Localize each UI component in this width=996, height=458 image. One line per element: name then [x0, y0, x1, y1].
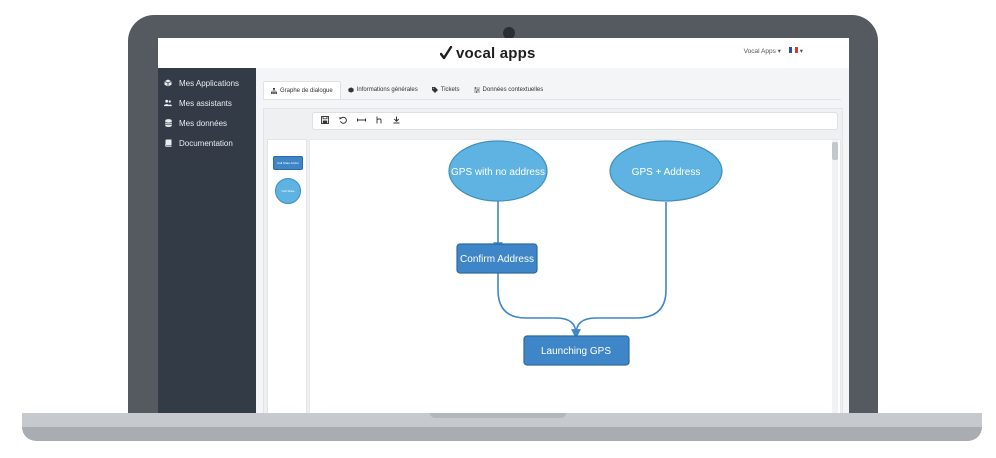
tabs-divider: [263, 99, 841, 100]
screen: vocal apps Vocal Apps ▾ ▾ Mes Applicatio…: [158, 38, 849, 414]
sidebar-item-assistants[interactable]: Mes assistants: [164, 96, 232, 110]
node-gps-with-no-address[interactable]: GPS with no address: [448, 140, 548, 202]
tab-label: Données contextuelles: [482, 87, 544, 93]
link-icon[interactable]: [357, 116, 366, 126]
save-icon[interactable]: [321, 116, 329, 126]
node-gps-address[interactable]: GPS + Address: [609, 140, 723, 202]
svg-text:Launching GPS: Launching GPS: [541, 346, 611, 357]
tab-dialog-graph[interactable]: Graphe de dialogue: [263, 81, 341, 100]
tag-icon: [431, 87, 438, 93]
sidebar-item-data[interactable]: Mes données: [164, 116, 227, 130]
editor-toolbar: [312, 112, 838, 130]
main-content: Graphe de dialogue Informations générale…: [256, 68, 849, 414]
sidebar-item-label: Mes assistants: [179, 98, 232, 108]
laptop-base: [22, 413, 982, 427]
tab-context-data[interactable]: Données contextuelles: [467, 81, 551, 99]
shape-palette: Call State Action Call State: [267, 139, 307, 414]
book-icon: [164, 139, 172, 147]
sidebar-item-applications[interactable]: Mes Applications: [164, 76, 239, 90]
sidebar-item-documentation[interactable]: Documentation: [164, 136, 233, 150]
logo-mark-icon: [440, 46, 453, 60]
sidebar: Mes Applications Mes assistants Mes donn…: [158, 68, 256, 414]
canvas-scrollbar[interactable]: [832, 140, 838, 414]
sidebar-item-label: Documentation: [179, 138, 233, 148]
laptop-notch: [430, 413, 566, 418]
dialog-graph: GPS with no address GPS + Address Confir…: [448, 140, 723, 366]
scrollbar-thumb[interactable]: [832, 142, 838, 160]
logo-text: vocal apps: [456, 44, 536, 62]
tab-general-info[interactable]: Informations générales: [341, 81, 425, 99]
account-menu[interactable]: Vocal Apps ▾: [743, 48, 781, 55]
cube-icon: [164, 79, 172, 87]
edge-gps-address-to-launching: [571, 202, 667, 339]
sidebar-item-label: Mes données: [179, 118, 228, 128]
undo-icon[interactable]: [339, 116, 347, 126]
language-selector[interactable]: ▾: [788, 47, 803, 55]
svg-text:Confirm Address: Confirm Address: [460, 254, 534, 265]
graph-editor-panel: Call State Action Call State: [263, 108, 843, 414]
text-cursor-icon[interactable]: [376, 116, 383, 126]
svg-text:GPS with no address: GPS with no address: [451, 167, 545, 178]
node-confirm-address[interactable]: Confirm Address: [456, 243, 538, 274]
camera: [503, 27, 515, 39]
edge-confirm-to-launching: [497, 273, 581, 339]
tab-bar: Graphe de dialogue Informations générale…: [263, 81, 551, 100]
logo[interactable]: vocal apps: [440, 43, 536, 63]
tab-label: Graphe de dialogue: [280, 88, 333, 94]
flag-fr-icon: [788, 47, 798, 53]
cube-icon: [348, 87, 354, 93]
sitemap-icon: [271, 88, 277, 94]
palette-action-state[interactable]: Call State Action: [273, 156, 303, 170]
laptop-base-bottom: [22, 427, 982, 441]
tab-tickets[interactable]: Tickets: [425, 81, 467, 99]
tab-label: Tickets: [440, 87, 460, 93]
sidebar-item-label: Mes Applications: [179, 78, 240, 88]
top-bar: vocal apps Vocal Apps ▾ ▾: [158, 38, 849, 69]
node-launching-gps[interactable]: Launching GPS: [523, 335, 630, 366]
sliders-icon: [473, 87, 480, 93]
tab-label: Informations générales: [356, 87, 418, 93]
download-icon[interactable]: [393, 116, 400, 126]
top-right-menu: Vocal Apps ▾ ▾: [744, 47, 803, 55]
users-icon: [164, 99, 172, 107]
svg-text:GPS + Address: GPS + Address: [632, 167, 701, 178]
graph-canvas[interactable]: GPS with no address GPS + Address Confir…: [309, 139, 841, 414]
database-icon: [164, 119, 172, 127]
palette-state[interactable]: Call State: [275, 178, 301, 204]
